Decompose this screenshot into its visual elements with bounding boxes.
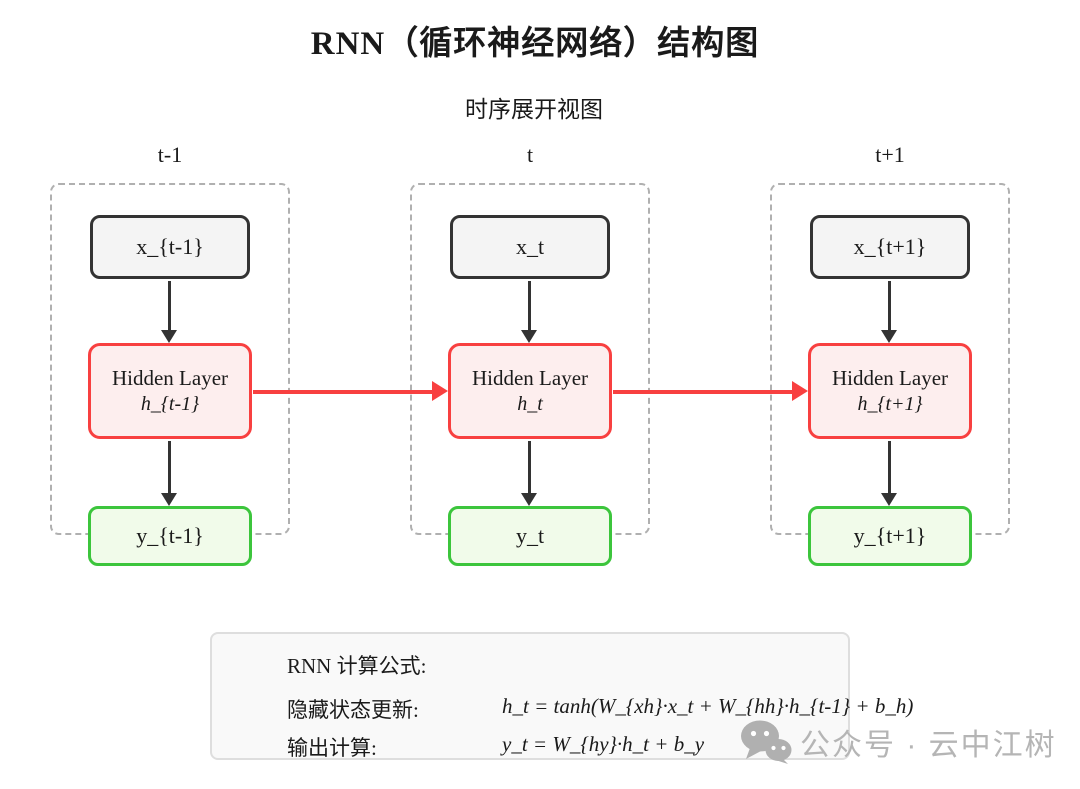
hidden-update-label: 隐藏状态更新: — [287, 698, 419, 722]
output-node-label: y_{t+1} — [853, 523, 927, 549]
arrow-hidden-to-output-head — [521, 493, 537, 506]
output-node-label: y_t — [515, 523, 545, 549]
arrow-hidden-to-output-head — [881, 493, 897, 506]
recurrent-arrow-shaft — [253, 390, 433, 394]
recurrent-arrow-head — [792, 381, 808, 401]
recurrent-arrow-shaft — [613, 390, 793, 394]
hidden-node-t-plus-1: Hidden Layer h_{t+1} — [808, 343, 972, 439]
output-calc-formula: y_t = W_{hy}·h_t + b_y — [502, 732, 705, 756]
output-node-t: y_t — [448, 506, 612, 566]
wechat-icon — [740, 720, 792, 764]
arrow-hidden-to-output-shaft — [168, 441, 171, 493]
arrow-input-to-hidden-head — [521, 330, 537, 343]
input-node-t-plus-1: x_{t+1} — [810, 215, 970, 279]
input-node-t-minus-1: x_{t-1} — [90, 215, 250, 279]
hidden-state-label: h_{t-1} — [140, 392, 200, 415]
watermark: 公众号 · 云中江树 — [740, 720, 1057, 764]
page-title: RNN（循环神经网络）结构图 — [310, 26, 760, 62]
output-calc-label: 输出计算: — [287, 736, 377, 760]
hidden-update-formula: h_t = tanh(W_{xh}·x_t + W_{hh}·h_{t-1} +… — [502, 694, 914, 718]
input-node-label: x_t — [515, 234, 545, 260]
arrow-hidden-to-output-shaft — [528, 441, 531, 493]
formula-panel: RNN 计算公式: 隐藏状态更新: h_t = tanh(W_{xh}·x_t … — [210, 632, 913, 760]
hidden-node-title: Hidden Layer — [831, 366, 949, 391]
hidden-node-t-minus-1: Hidden Layer h_{t-1} — [88, 343, 252, 439]
hidden-state-label: h_{t+1} — [857, 392, 923, 415]
diagram-subtitle: 时序展开视图 — [465, 97, 603, 122]
input-node-t: x_t — [450, 215, 610, 279]
output-node-t-plus-1: y_{t+1} — [808, 506, 972, 566]
hidden-node-t: Hidden Layer h_t — [448, 343, 612, 439]
time-label-t-minus-1: t-1 — [157, 142, 183, 167]
arrow-hidden-to-output-shaft — [888, 441, 891, 493]
arrow-input-to-hidden-shaft — [888, 281, 891, 331]
output-node-label: y_{t-1} — [136, 523, 204, 549]
arrow-hidden-to-output-head — [161, 493, 177, 506]
arrow-input-to-hidden-head — [161, 330, 177, 343]
time-label-t: t — [526, 142, 534, 167]
watermark-text: 公众号 · 云中江树 — [800, 729, 1057, 762]
input-node-label: x_{t+1} — [853, 234, 927, 260]
formula-panel-heading: RNN 计算公式: — [287, 654, 427, 678]
recurrent-arrow-head — [432, 381, 448, 401]
hidden-node-title: Hidden Layer — [471, 366, 589, 391]
hidden-state-label: h_t — [517, 392, 543, 415]
output-node-t-minus-1: y_{t-1} — [88, 506, 252, 566]
time-label-t-plus-1: t+1 — [875, 142, 905, 167]
arrow-input-to-hidden-shaft — [528, 281, 531, 331]
input-node-label: x_{t-1} — [136, 234, 204, 260]
arrow-input-to-hidden-head — [881, 330, 897, 343]
arrow-input-to-hidden-shaft — [168, 281, 171, 331]
hidden-node-title: Hidden Layer — [111, 366, 229, 391]
